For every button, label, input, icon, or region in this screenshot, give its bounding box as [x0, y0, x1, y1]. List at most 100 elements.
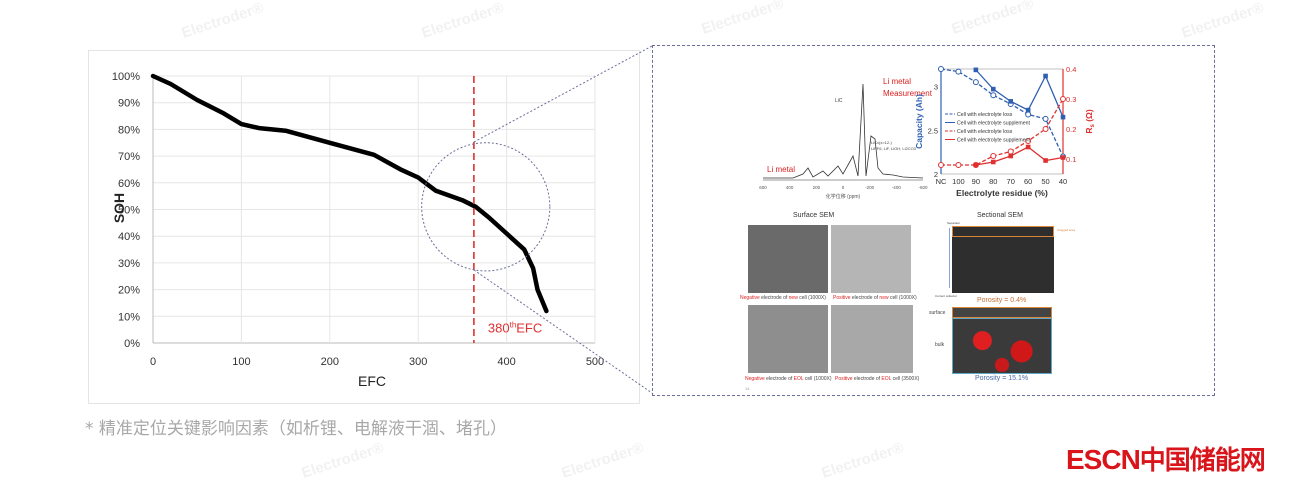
data-point: [973, 162, 979, 168]
li-metal-measurement-label: Measurement: [883, 89, 933, 98]
data-point: [938, 162, 944, 168]
caption: Positive electrode of new cell (1000X): [833, 295, 917, 301]
left-tick-label: 2.5: [928, 126, 938, 135]
data-point: [972, 79, 979, 86]
caption: Positive electrode of EOL cell (3500X): [835, 376, 920, 382]
y-tick-label: 20%: [118, 285, 140, 297]
right-axis-label: Rs (Ω): [1084, 109, 1096, 133]
legend-label: Cell with electrolyte supplement: [957, 121, 1031, 127]
caption: Negative electrode of EOL cell (1000X): [745, 376, 832, 382]
connector-line-bottom: [473, 269, 653, 394]
y-tick-label: 10%: [118, 311, 140, 323]
data-point: [990, 86, 996, 92]
data-point: [1043, 158, 1048, 163]
highlight-circle: [421, 142, 551, 272]
data-point: [955, 162, 962, 168]
data-point: [990, 153, 997, 159]
spectrum-tick-label: 600: [759, 185, 767, 190]
x-tick-label: 0: [150, 356, 156, 368]
y-tick-label: 70%: [118, 151, 140, 163]
data-point: [1060, 96, 1066, 102]
x-tick-label: 400: [497, 356, 515, 368]
spectrum-tick-label: -600: [918, 185, 928, 190]
sectional-sem-image: [952, 226, 1054, 293]
data-point: [973, 67, 979, 73]
x-axis-label: Electrolyte residue (%): [956, 188, 1048, 198]
spectrum-tick-label: -400: [892, 185, 902, 190]
data-point: [1042, 126, 1049, 132]
sectional-sem-title: Sectional SEM: [977, 212, 1023, 219]
li-metal-measurement-label: Li metal: [883, 77, 911, 86]
right-tick-label: 0.4: [1066, 65, 1076, 74]
x-tick-label: 100: [232, 356, 250, 368]
data-point: [955, 68, 962, 75]
surface-region: [952, 307, 1052, 318]
porosity-bottom: Porosity = 15.1%: [975, 375, 1029, 382]
spectrum-xlabel: 化学位移 (ppm): [826, 193, 861, 200]
footnote: * 精准定位关键影响因素（如析锂、电解液干涸、堵孔）: [85, 419, 507, 439]
collector-label: Current collector: [935, 294, 958, 298]
separator-label: Separator: [947, 221, 961, 225]
series-line: [975, 69, 1064, 118]
left-tick-label: 3: [934, 83, 938, 92]
clogged-area-label: Clogged area: [1057, 228, 1076, 232]
x-tick-label: 100: [952, 177, 965, 186]
x-tick-label: 80: [989, 177, 997, 186]
y-tick-label: 50%: [118, 205, 140, 217]
surface-label: surface: [929, 310, 946, 316]
peak-label: LiPF6, LiF, LiOH, Li2CO3: [871, 146, 917, 151]
x-tick-label: 500: [586, 356, 604, 368]
y-tick-label: 80%: [118, 124, 140, 136]
x-tick-label: 40: [1059, 177, 1067, 186]
x-axis-label: EFC: [358, 373, 386, 389]
sem-image-pos-new: [831, 225, 911, 293]
right-tick-label: 0.2: [1066, 125, 1076, 134]
x-tick-label: 200: [321, 356, 339, 368]
soh-curve: [150, 73, 549, 314]
x-tick-label: 90: [972, 177, 980, 186]
x-tick-label: NC: [936, 177, 947, 186]
caption: Negative electrode of new cell (1000X): [740, 295, 826, 301]
data-point: [1042, 115, 1049, 122]
data-point: [1025, 107, 1031, 113]
peak-label: LiCx(x=12-): [871, 140, 892, 145]
y-tick-label: 0%: [124, 338, 140, 350]
x-tick-label: 70: [1007, 177, 1015, 186]
bulk-region: [952, 318, 1052, 374]
legend-label: Cell with electrolyte loss: [957, 129, 1013, 135]
data-point: [990, 159, 996, 165]
efc-marker-label: 380thEFC: [488, 320, 542, 335]
y-tick-label: 100%: [112, 71, 140, 83]
soh-chart-frame: [88, 50, 640, 404]
spectrum-tick-label: -200: [865, 185, 875, 190]
y-tick-label: 90%: [118, 98, 140, 110]
y-tick-label: 60%: [118, 178, 140, 190]
page-number: 14: [745, 386, 750, 391]
left-axis-label: Capacity (Ah): [914, 94, 924, 149]
sem-image-pos-eol: [831, 305, 913, 373]
data-point: [990, 92, 997, 99]
data-point: [1043, 73, 1048, 79]
sem-image-neg-new: [748, 225, 828, 293]
data-point: [1025, 144, 1031, 150]
x-tick-label: 60: [1024, 177, 1032, 186]
data-point: [1025, 138, 1032, 144]
right-tick-label: 0.3: [1066, 95, 1076, 104]
y-tick-label: 30%: [118, 258, 140, 270]
bulk-label: bulk: [935, 342, 945, 348]
porosity-top: Porosity = 0.4%: [977, 297, 1027, 304]
li-metal-label: Li metal: [767, 165, 795, 174]
surface-sem-title: Surface SEM: [793, 212, 835, 219]
data-point: [1025, 111, 1032, 118]
y-tick-label: 40%: [118, 231, 140, 243]
clogged-area-box: [952, 226, 1054, 237]
legend-label: Cell with electrolyte supplement: [957, 138, 1031, 144]
data-point: [938, 66, 944, 72]
spectrum-trace: [763, 83, 924, 179]
data-point: [1060, 114, 1066, 120]
series-line: [975, 146, 1064, 166]
